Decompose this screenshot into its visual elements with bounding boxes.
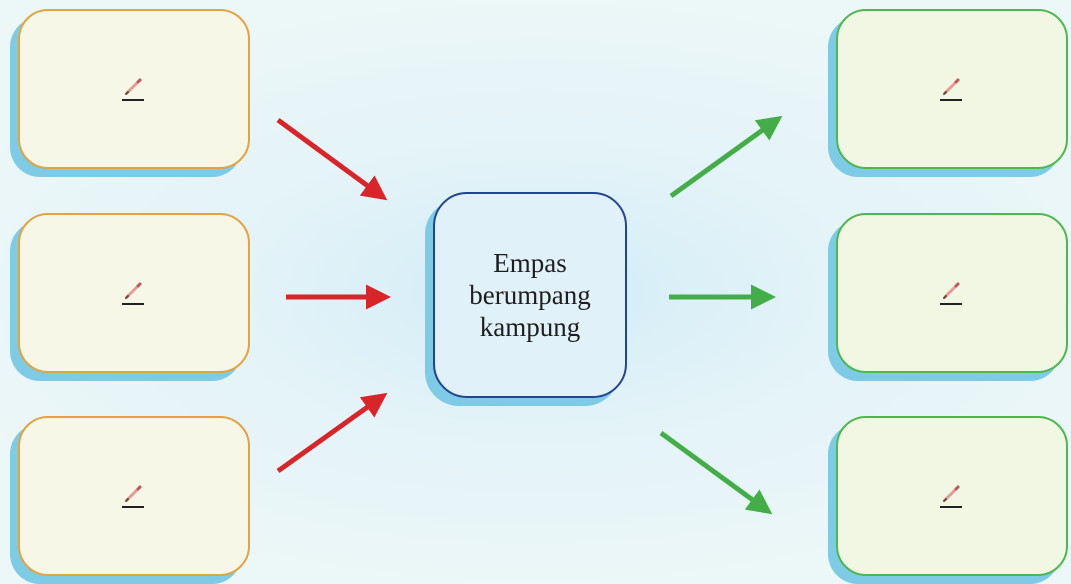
input-box-face[interactable] <box>18 416 250 576</box>
center-concept-line: kampung <box>479 312 581 342</box>
input-arrow-3 <box>276 392 388 474</box>
write-hint <box>122 76 146 102</box>
write-hint <box>940 280 964 306</box>
write-hint <box>122 483 146 509</box>
blank-line <box>940 506 962 508</box>
center-concept-face: Empas berumpang kampung <box>433 192 627 398</box>
input-box-face[interactable] <box>18 9 250 169</box>
pencil-icon <box>125 485 142 502</box>
output-box-2[interactable] <box>828 213 1068 381</box>
write-hint <box>940 76 964 102</box>
output-box-face[interactable] <box>836 213 1068 373</box>
pencil-icon <box>943 485 960 502</box>
output-box-3[interactable] <box>828 416 1068 584</box>
blank-line <box>122 99 144 101</box>
output-box-face[interactable] <box>836 416 1068 576</box>
input-arrow-1 <box>276 117 388 201</box>
center-concept-line: Empas <box>493 248 567 278</box>
pencil-icon <box>943 282 960 299</box>
blank-line <box>122 303 144 305</box>
input-box-3[interactable] <box>10 416 250 584</box>
output-box-1[interactable] <box>828 9 1068 177</box>
center-concept-line: berumpang <box>469 280 591 310</box>
pencil-icon <box>943 78 960 95</box>
input-box-1[interactable] <box>10 9 250 177</box>
center-concept-box: Empas berumpang kampung <box>425 192 627 406</box>
write-hint <box>940 483 964 509</box>
output-arrow-3 <box>659 430 773 515</box>
write-hint <box>122 280 146 306</box>
pencil-icon <box>125 282 142 299</box>
input-box-2[interactable] <box>10 213 250 381</box>
blank-line <box>940 303 962 305</box>
output-box-face[interactable] <box>836 9 1068 169</box>
input-box-face[interactable] <box>18 213 250 373</box>
blank-line <box>122 506 144 508</box>
blank-line <box>940 99 962 101</box>
output-arrow-1 <box>669 115 783 199</box>
pencil-icon <box>125 78 142 95</box>
